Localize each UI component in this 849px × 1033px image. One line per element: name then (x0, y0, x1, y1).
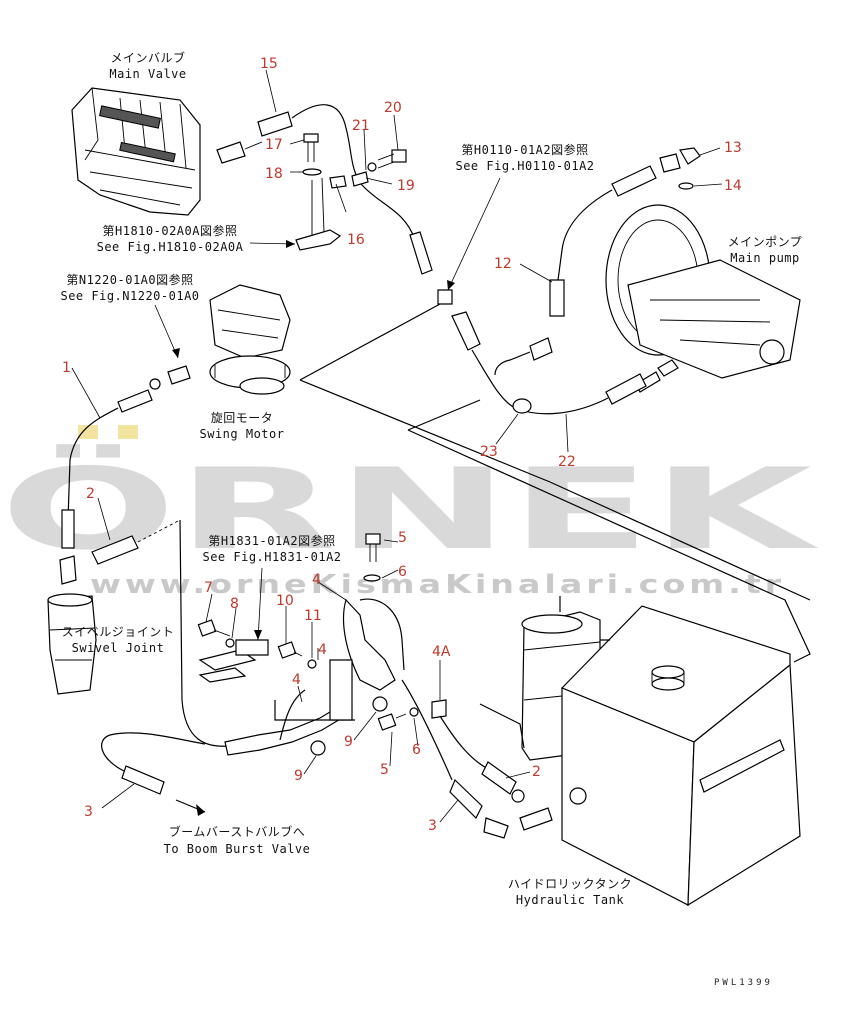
callout-19: 19 (397, 178, 415, 194)
callout-1: 1 (62, 360, 71, 376)
callout-numbers: 15 17 18 16 21 20 19 13 14 12 1 2 3 23 2… (62, 56, 742, 834)
callout-14: 14 (724, 178, 742, 194)
hydraulic-tank-label-jp: ハイドロリックタンク (508, 877, 632, 891)
callout-2-right: 2 (532, 764, 541, 780)
watermark-url: www.orneKismaKinalari.com.tr (90, 570, 785, 600)
drawing-code: PWL1399 (714, 978, 773, 988)
callout-4-top: 4 (312, 572, 321, 588)
bracket-16 (295, 133, 347, 251)
ref-h0110-en: See Fig.H0110-01A2 (455, 159, 594, 173)
callout-22: 22 (558, 454, 576, 470)
callout-9-right: 9 (344, 734, 353, 750)
callout-4-mid: 4 (318, 642, 327, 658)
swing-motor-label-jp: 旋回モータ (211, 411, 274, 425)
main-valve-label-en: Main Valve (109, 67, 186, 81)
callout-7: 7 (204, 580, 213, 596)
callout-5-low: 5 (380, 762, 389, 778)
callout-2-left: 2 (86, 486, 95, 502)
main-pump-label-jp: メインポンプ (728, 235, 803, 249)
ref-h1831-jp: 第H1831-01A2図参照 (208, 533, 335, 548)
callout-20: 20 (384, 100, 402, 116)
ref-h1831-en: See Fig.H1831-01A2 (202, 550, 341, 564)
swivel-joint-label-jp: スイベルジョイント (62, 625, 175, 639)
ref-n1220-en: See Fig.N1220-01A0 (60, 289, 199, 303)
callout-9-left: 9 (294, 768, 303, 784)
swivel-joint-label-en: Swivel Joint (72, 641, 165, 655)
callout-21: 21 (352, 118, 370, 134)
callout-leaders (71, 69, 723, 823)
callout-12: 12 (494, 256, 512, 272)
callout-6-low: 6 (412, 742, 421, 758)
hydraulic-tank-label-en: Hydraulic Tank (516, 893, 624, 907)
hose-22 (437, 289, 647, 415)
callout-18: 18 (265, 166, 283, 182)
main-pump-label-en: Main pump (730, 251, 800, 265)
swing-motor-label-en: Swing Motor (200, 427, 285, 441)
watermark: ÖRNEK www.orneKismaKinalari.com.tr (0, 425, 820, 600)
boom-burst-label-jp: ブームバーストバルブへ (169, 824, 306, 839)
routing-frame (299, 303, 811, 663)
ref-h1810-en: See Fig.H1810-02A0A (97, 240, 244, 254)
callout-3-left: 3 (84, 804, 93, 820)
hoses-right-lower (401, 679, 553, 839)
callout-16: 16 (347, 232, 365, 248)
hose-2-left (91, 519, 181, 565)
main-valve-label-jp: メインバルブ (110, 50, 185, 65)
main-pump (605, 204, 801, 393)
bolts-19-21 (351, 149, 407, 187)
callout-15: 15 (260, 56, 278, 72)
ref-n1220-jp: 第N1220-01A0図参照 (66, 272, 193, 287)
hose-12 (549, 147, 701, 317)
bolts-middle (197, 533, 447, 756)
hydraulic-tank (479, 596, 801, 907)
boom-burst-label-en: To Boom Burst Valve (164, 842, 311, 856)
callout-6-top: 6 (398, 564, 407, 580)
watermark-brand: ÖRNEK (0, 444, 820, 575)
callout-23: 23 (480, 444, 498, 460)
callout-8: 8 (230, 596, 239, 612)
callout-4-low: 4 (292, 672, 301, 688)
callout-11: 11 (304, 608, 322, 624)
callout-5-top: 5 (398, 530, 407, 546)
callout-10: 10 (276, 593, 294, 609)
swivel-joint (47, 555, 97, 695)
hose-15 (257, 104, 433, 275)
main-valve (71, 87, 263, 216)
callout-3-right: 3 (428, 818, 437, 834)
callout-4A: 4A (432, 644, 451, 660)
hose-bundle-middle (198, 598, 405, 756)
swing-motor (167, 284, 291, 395)
hose-1 (61, 378, 161, 549)
callout-17: 17 (265, 137, 283, 153)
ref-h1810-jp: 第H1810-02A0A図参照 (103, 223, 238, 238)
callout-13: 13 (724, 140, 742, 156)
watermark-accent-left (78, 425, 98, 439)
ref-h0110-jp: 第H0110-01A2図参照 (461, 142, 588, 157)
watermark-accent-right (118, 425, 138, 439)
